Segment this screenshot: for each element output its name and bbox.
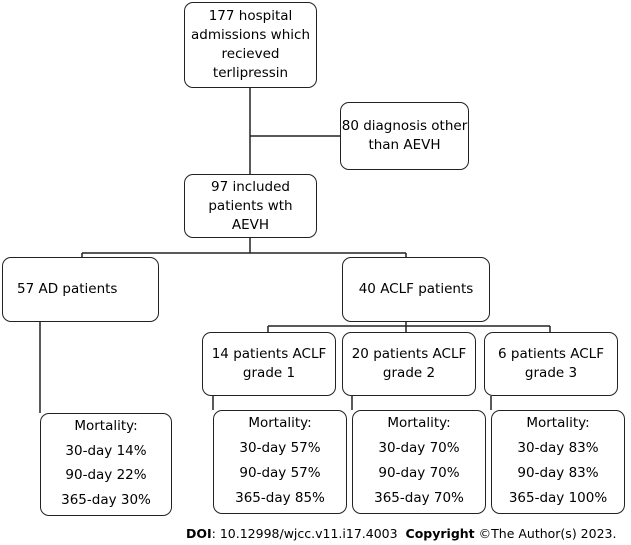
mortality-90-day: 90-day 83%: [517, 465, 599, 481]
ad-mortality-box: Mortality: 30-day 14% 90-day 22% 365-day…: [40, 413, 172, 516]
included-box: 97 included patients wth AEVH: [184, 174, 317, 238]
admissions-box: 177 hospital admissions which recieved t…: [184, 2, 317, 88]
mortality-90-day: 90-day 57%: [239, 465, 321, 481]
aclf-patients-box: 40 ACLF patients: [342, 257, 490, 322]
mortality-90-day: 90-day 22%: [65, 467, 147, 484]
excluded-box: 80 diagnosis other than AEVH: [340, 102, 469, 170]
mortality-30-day: 30-day 57%: [239, 440, 321, 456]
mortality-title: Mortality:: [387, 415, 451, 431]
grade3-mortality-box: Mortality: 30-day 83% 90-day 83% 365-day…: [491, 410, 625, 514]
mortality-30-day: 30-day 70%: [378, 440, 460, 456]
grade1-mortality-box: Mortality: 30-day 57% 90-day 57% 365-day…: [213, 410, 347, 514]
doi-label: DOI: [186, 526, 212, 541]
mortality-365-day: 365-day 100%: [508, 490, 608, 506]
aclf-grade1-box: 14 patients ACLF grade 1: [202, 332, 336, 396]
copyright-value: ©The Author(s) 2023.: [474, 526, 617, 541]
copyright-label: Copyright: [405, 526, 475, 541]
grade2-mortality-box: Mortality: 30-day 70% 90-day 70% 365-day…: [352, 410, 486, 514]
citation-footer: DOI: 10.12998/wjcc.v11.i17.4003 Copyrigh…: [186, 526, 616, 541]
mortality-365-day: 365-day 30%: [61, 491, 151, 508]
mortality-365-day: 365-day 70%: [374, 490, 464, 506]
mortality-30-day: 30-day 83%: [517, 440, 599, 456]
aclf-grade2-box: 20 patients ACLF grade 2: [342, 332, 476, 396]
mortality-title: Mortality:: [248, 415, 312, 431]
aclf-grade3-box: 6 patients ACLF grade 3: [484, 332, 618, 396]
mortality-title: Mortality:: [526, 415, 590, 431]
mortality-365-day: 365-day 85%: [235, 490, 325, 506]
mortality-title: Mortality:: [74, 418, 138, 434]
mortality-30-day: 30-day 14%: [65, 442, 147, 459]
ad-patients-box: 57 AD patients: [2, 257, 159, 322]
mortality-90-day: 90-day 70%: [378, 465, 460, 481]
doi-value: : 10.12998/wjcc.v11.i17.4003: [211, 526, 398, 541]
